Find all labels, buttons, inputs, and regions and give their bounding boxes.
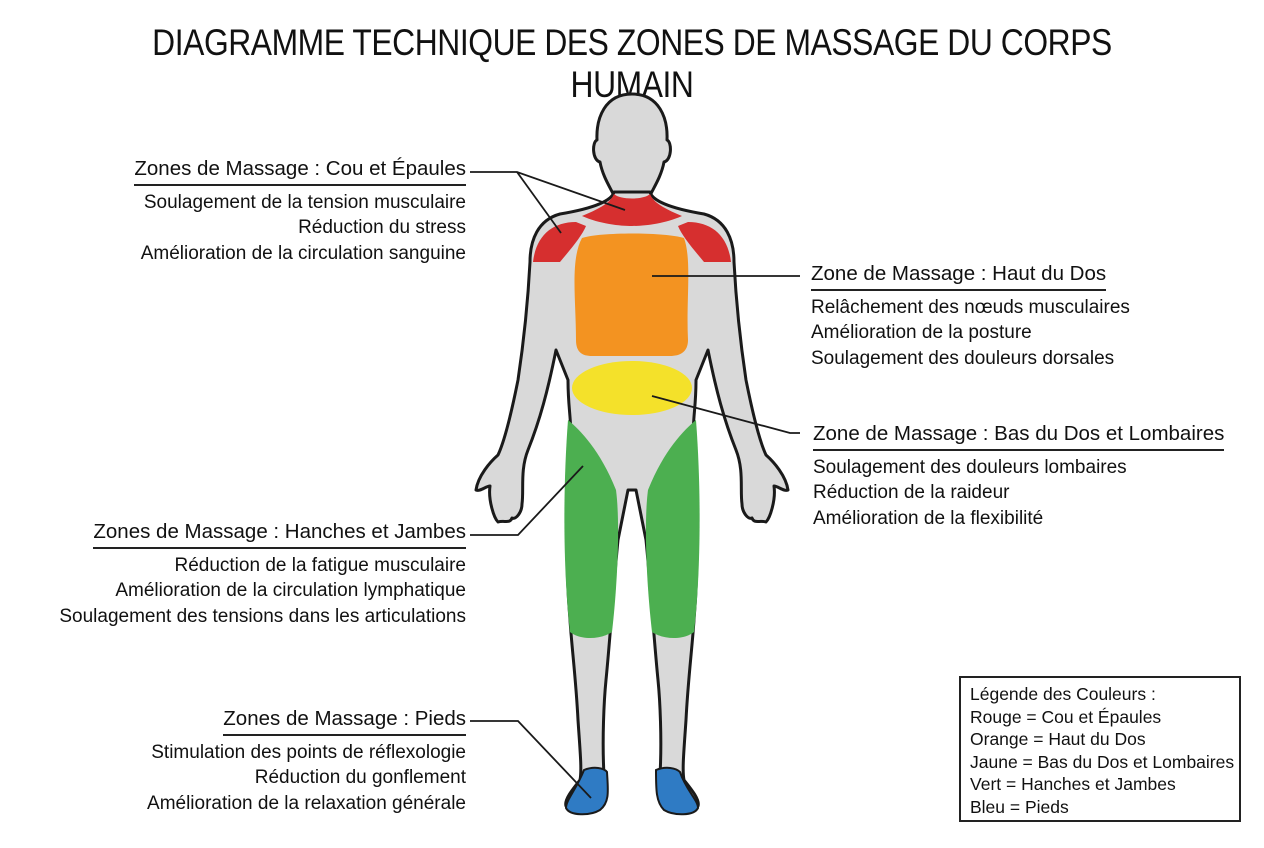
zone-hips-legs — [564, 420, 700, 638]
color-legend: Légende des Couleurs : Rouge = Cou et Ép… — [959, 676, 1241, 822]
zone-neck-shoulders — [533, 194, 731, 262]
zone-benefit: Relâchement des nœuds musculaires — [811, 296, 1130, 318]
zone-benefit: Réduction de la fatigue musculaire — [174, 554, 466, 576]
left-foot-zone — [564, 766, 609, 816]
leader-shoulder-left — [516, 171, 562, 234]
leader-feet — [470, 720, 592, 799]
right-foot-zone — [654, 766, 700, 816]
zone-block-upper-back: Zone de Massage : Haut du Dos Relâchemen… — [811, 261, 1130, 371]
legend-item-red: Rouge = Cou et Épaules — [970, 706, 1162, 727]
zone-heading: Zones de Massage : Pieds — [223, 706, 466, 736]
left-shoulder-zone — [533, 222, 586, 262]
zone-benefit: Amélioration de la posture — [811, 322, 1032, 343]
zone-block-feet: Zones de Massage : Pieds Stimulation des… — [147, 706, 466, 816]
zone-lower-back — [572, 361, 692, 415]
zone-heading: Zones de Massage : Cou et Épaules — [134, 156, 466, 186]
diagram-title: DIAGRAMME TECHNIQUE DES ZONES DE MASSAGE… — [152, 22, 1112, 105]
zone-benefit: Soulagement des douleurs dorsales — [811, 347, 1115, 369]
head — [592, 92, 672, 198]
leader-lower-back — [651, 395, 800, 434]
zone-feet — [564, 766, 700, 816]
zone-benefit: Amélioration de la relaxation générale — [147, 792, 466, 814]
legend-item-blue: Bleu = Pieds — [970, 796, 1069, 817]
legend-item-yellow: Jaune = Bas du Dos et Lombaires — [970, 751, 1235, 772]
zone-block-neck-shoulders: Zones de Massage : Cou et Épaules Soulag… — [134, 156, 466, 266]
zone-benefit: Amélioration de la circulation lymphatiq… — [115, 580, 466, 601]
right-leg-zone — [645, 420, 700, 638]
neck-zone — [582, 194, 682, 226]
zone-benefit: Soulagement des douleurs lombaires — [813, 456, 1127, 478]
zone-benefit: Soulagement des tensions dans les articu… — [59, 605, 466, 627]
zone-benefit: Amélioration de la flexibilité — [813, 507, 1044, 529]
legend-title: Légende des Couleurs : — [970, 684, 1156, 704]
zone-heading: Zones de Massage : Hanches et Jambes — [93, 519, 466, 549]
legend-item-green: Vert = Hanches et Jambes — [970, 774, 1176, 794]
legend-item-orange: Orange = Haut du Dos — [970, 729, 1146, 749]
zone-benefit: Réduction du stress — [298, 217, 466, 238]
leader-hips-legs — [470, 465, 584, 536]
zone-block-hips-legs: Zones de Massage : Hanches et Jambes Réd… — [59, 519, 466, 629]
torso-limbs — [474, 190, 790, 813]
left-leg-zone — [564, 420, 619, 638]
zone-block-lower-back: Zone de Massage : Bas du Dos et Lombaire… — [813, 421, 1225, 531]
zone-benefit: Réduction du gonflement — [254, 767, 466, 788]
zone-benefit: Réduction de la raideur — [813, 482, 1010, 503]
zone-heading: Zone de Massage : Bas du Dos et Lombaire… — [813, 421, 1225, 451]
leader-lines — [470, 171, 800, 799]
zone-upper-back — [574, 233, 689, 356]
zone-benefit: Stimulation des points de réflexologie — [151, 741, 466, 763]
right-shoulder-zone — [678, 222, 731, 262]
zone-benefit: Amélioration de la circulation sanguine — [140, 242, 466, 264]
zone-benefit: Soulagement de la tension musculaire — [143, 191, 466, 213]
zone-heading: Zone de Massage : Haut du Dos — [811, 261, 1107, 291]
body-silhouette — [474, 92, 790, 813]
